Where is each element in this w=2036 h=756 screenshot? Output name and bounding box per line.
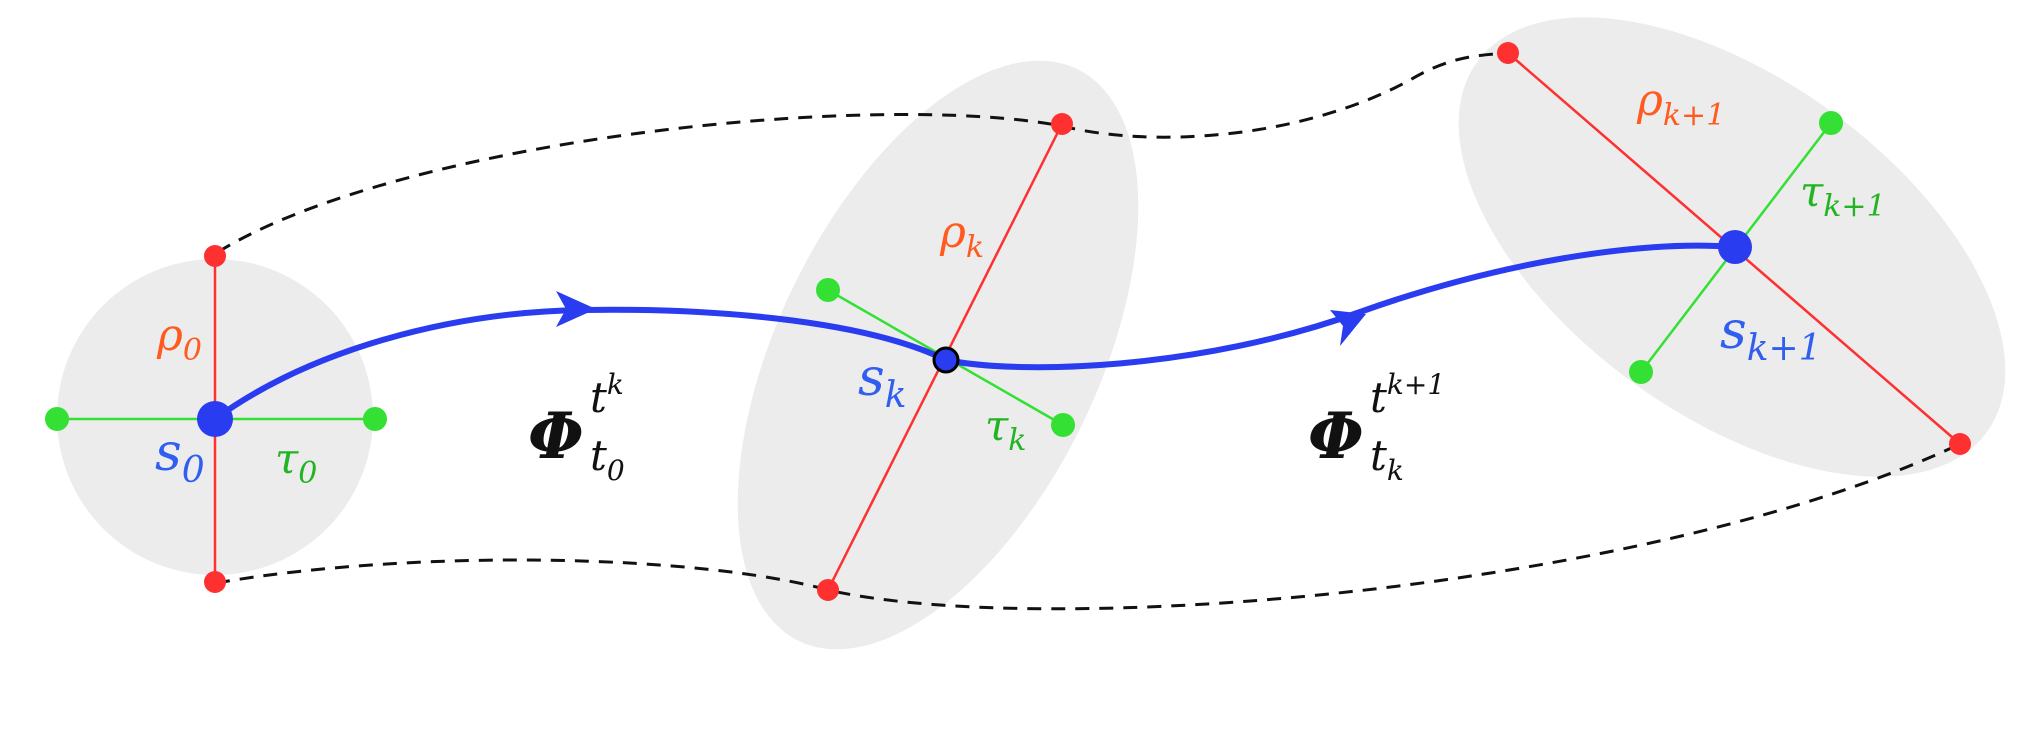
tau-label-sk: τk	[985, 401, 1026, 458]
flow-symbol: Φ	[1308, 399, 1364, 474]
rho-label-s0: ρ0	[156, 310, 202, 368]
state-point-sk	[932, 346, 960, 374]
tau-endpoint	[363, 407, 387, 431]
flow-subscript: tk	[1370, 431, 1404, 487]
lower-envelope	[215, 442, 1961, 611]
state-point-s0	[197, 401, 233, 437]
rho-endpoint	[1051, 113, 1073, 135]
rho-endpoint	[204, 571, 226, 593]
tau-label-s0: τ0	[275, 434, 317, 491]
flow-label-2: Φ tk+1 tk	[1308, 368, 1445, 487]
state-label-sk: sk	[858, 348, 907, 416]
rho-endpoints	[204, 42, 1971, 601]
tau-endpoint	[45, 407, 69, 431]
tau-endpoint	[816, 278, 840, 302]
flow-subscript: t0	[590, 431, 625, 487]
tau-endpoint	[1819, 111, 1843, 135]
rho-endpoint	[1497, 42, 1519, 64]
rho-endpoint	[204, 245, 226, 267]
state-label-sk1: sk+1	[1720, 301, 1822, 369]
direction-arrow-1	[556, 291, 596, 327]
tau-endpoints	[45, 111, 1843, 437]
rho-label-sk: ρk	[939, 207, 984, 265]
flow-superscript: tk	[590, 368, 624, 422]
flow-label-1: Φ tk t0	[528, 368, 625, 487]
direction-arrow-2	[1330, 310, 1366, 346]
labels: ρ0 s0 τ0 ρk sk τk ρk+1 τk+1 sk+1 Φ	[155, 75, 1886, 491]
state-label-s0: s0	[155, 423, 205, 491]
flow-symbol: Φ	[528, 399, 584, 474]
tau-label-sk1: τk+1	[1800, 167, 1886, 224]
tau-endpoint	[1629, 360, 1653, 384]
flow-superscript: tk+1	[1370, 368, 1445, 422]
rho-label-sk1: ρk+1	[1636, 75, 1725, 133]
state-points	[197, 230, 1752, 437]
tau-endpoint	[1051, 413, 1075, 437]
state-point-sk1	[1718, 230, 1752, 264]
rho-endpoint	[1949, 433, 1971, 455]
rho-endpoint	[817, 579, 839, 601]
